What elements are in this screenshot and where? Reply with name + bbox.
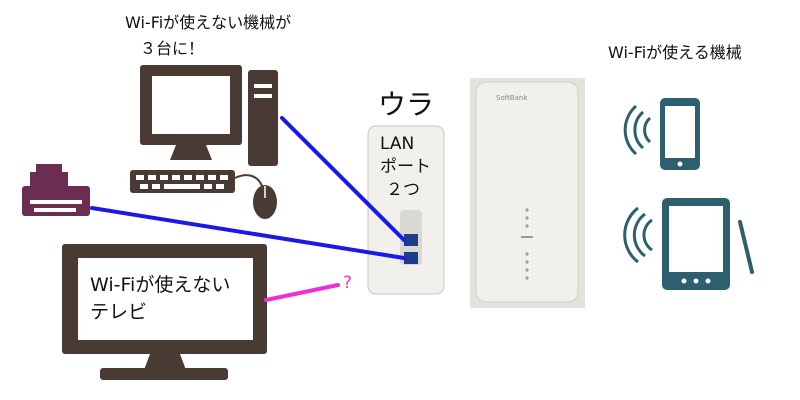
tv-connection-line — [264, 283, 340, 302]
stylus-icon — [738, 220, 754, 274]
router-back-photo — [360, 123, 460, 298]
router-brand: SoftBank — [496, 94, 528, 102]
smartphone-icon — [623, 98, 700, 170]
router-front-photo — [470, 78, 585, 308]
desktop-computer-icon — [130, 65, 278, 219]
lan-port-label-line1: LAN — [380, 134, 415, 154]
no-wifi-devices-label-line2: ３台に！ — [140, 39, 205, 58]
back-side-label: ウラ — [378, 88, 435, 121]
tv-label-line1: Wi-Fiが使えない — [90, 274, 231, 296]
lan-port-1 — [404, 234, 418, 246]
lan-cable-desktop — [280, 116, 406, 242]
lan-port-label-line3: ２つ — [386, 180, 420, 200]
lan-port-label-line2: ポート — [380, 157, 431, 177]
tv-label-line2: テレビ — [90, 301, 148, 323]
lan-cable-printer — [90, 206, 406, 260]
lan-port-2 — [404, 252, 418, 264]
question-mark: ? — [343, 273, 353, 293]
no-wifi-devices-label-line1: Wi-Fiが使えない機械が — [125, 13, 292, 32]
wifi-devices-label: Wi-Fiが使える機械 — [608, 43, 742, 62]
television-icon — [62, 244, 267, 380]
tablet-icon — [623, 198, 754, 290]
printer-icon — [22, 164, 90, 216]
